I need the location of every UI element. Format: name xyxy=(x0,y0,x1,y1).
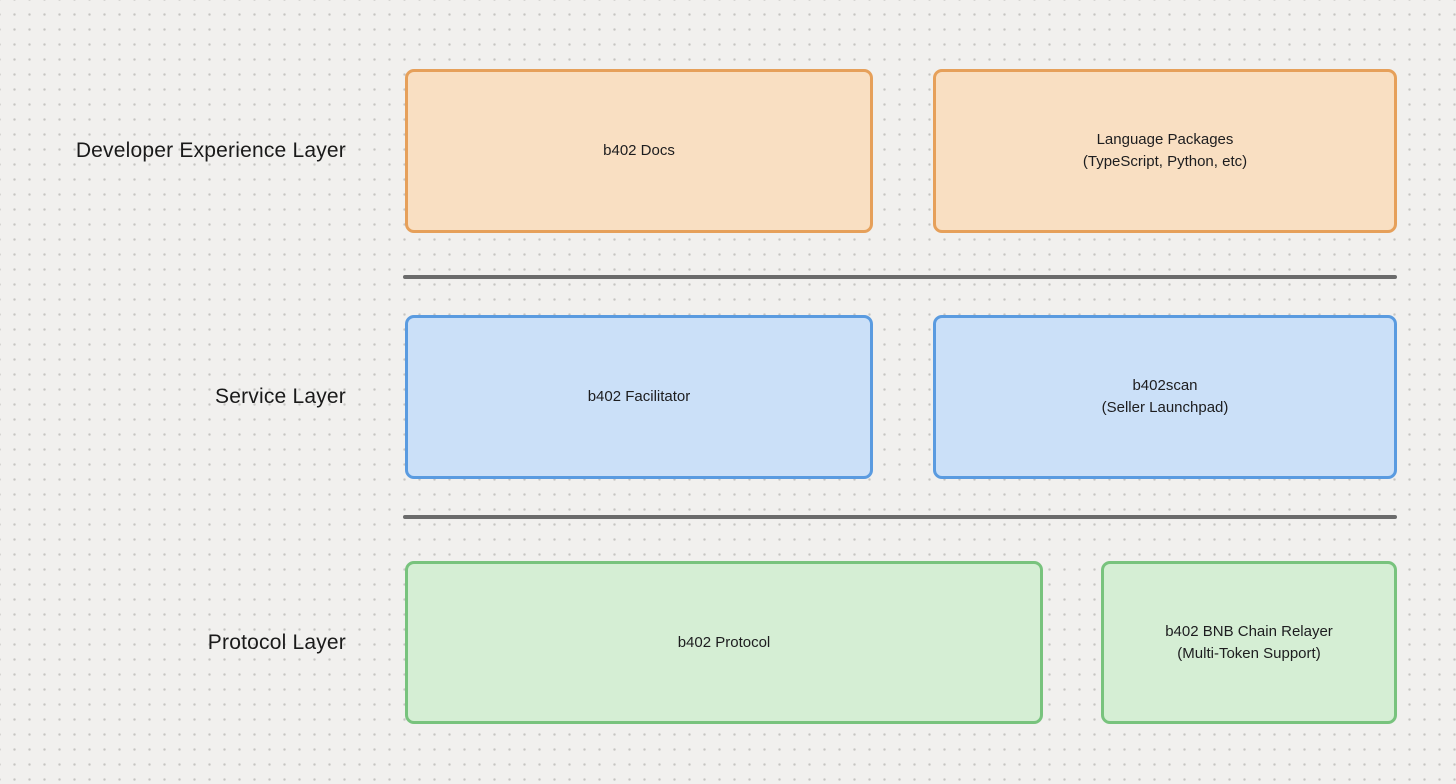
box-b402-bnb-chain-relayer[interactable]: b402 BNB Chain Relayer (Multi-Token Supp… xyxy=(1101,561,1397,724)
box-label-line: Language Packages xyxy=(1096,131,1234,148)
box-b402-docs[interactable]: b402 Docs xyxy=(405,69,873,233)
layer-label-service[interactable]: Service Layer xyxy=(215,385,346,408)
box-label-line: (Seller Launchpad) xyxy=(1101,399,1229,416)
box-label-line: b402 BNB Chain Relayer xyxy=(1165,622,1333,640)
box-label-line: b402scan xyxy=(1132,377,1198,394)
box-language-packages-label: Language Packages (TypeScript, Python, e… xyxy=(1083,129,1247,173)
layer-label-developer-experience[interactable]: Developer Experience Layer xyxy=(75,139,346,162)
box-label-line: b402 Facilitator xyxy=(587,388,691,405)
box-b402-facilitator[interactable]: b402 Facilitator xyxy=(405,315,873,479)
box-b402-protocol[interactable]: b402 Protocol xyxy=(405,561,1043,724)
box-b402scan[interactable]: b402scan (Seller Launchpad) xyxy=(933,315,1397,479)
box-label-line: b402 Docs xyxy=(603,142,675,159)
box-b402-facilitator-label: b402 Facilitator xyxy=(588,386,691,408)
box-language-packages[interactable]: Language Packages (TypeScript, Python, e… xyxy=(933,69,1397,233)
box-label-line: (Multi-Token Support) xyxy=(1177,644,1321,662)
layer-divider-1[interactable] xyxy=(403,275,1397,279)
box-label-line: b402 Protocol xyxy=(677,633,771,651)
layer-divider-2[interactable] xyxy=(403,515,1397,519)
box-b402-docs-label: b402 Docs xyxy=(603,140,675,162)
box-b402scan-label: b402scan (Seller Launchpad) xyxy=(1102,375,1229,419)
box-b402-protocol-label: b402 Protocol xyxy=(678,632,771,654)
box-label-line: (TypeScript, Python, etc) xyxy=(1082,153,1248,170)
box-b402-bnb-chain-relayer-label: b402 BNB Chain Relayer (Multi-Token Supp… xyxy=(1165,621,1333,665)
layer-label-protocol[interactable]: Protocol Layer xyxy=(207,630,346,654)
